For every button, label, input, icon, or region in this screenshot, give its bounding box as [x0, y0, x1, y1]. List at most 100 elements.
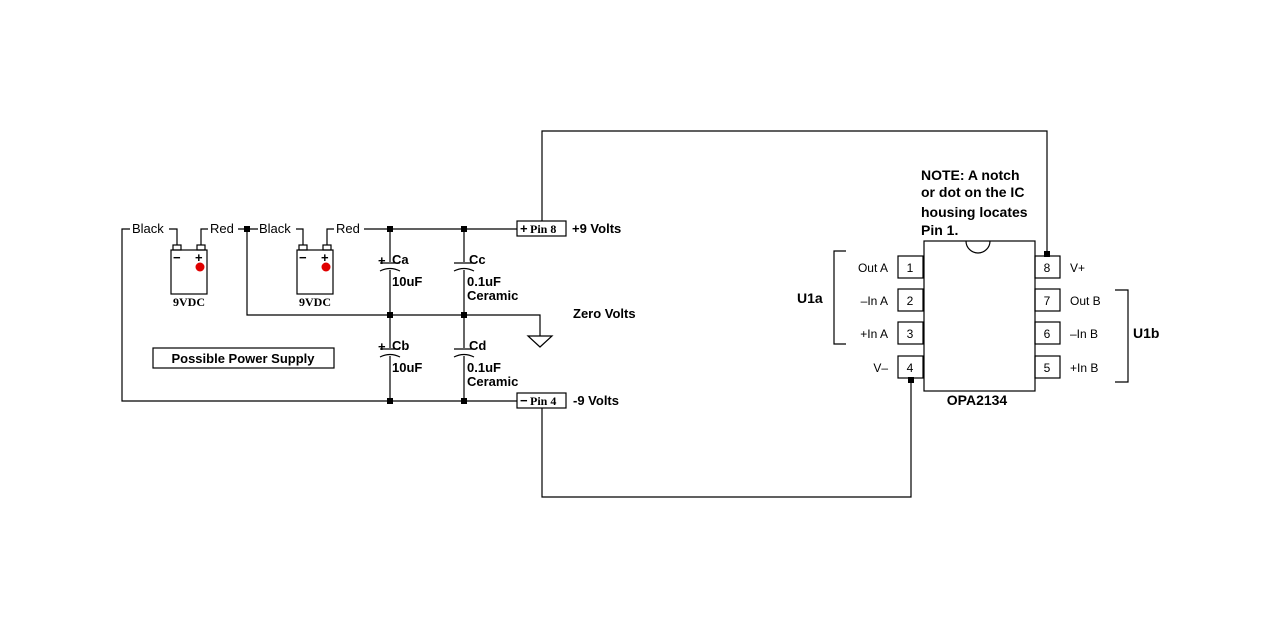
junction-dot [1044, 251, 1050, 257]
ground-symbol: Zero Volts [526, 306, 636, 348]
pin4-sign: − [520, 393, 528, 408]
pin-name-4: V– [873, 361, 888, 375]
cb-value: 10uF [392, 360, 422, 375]
capacitor-cc: Cc 0.1uF Ceramic [453, 252, 518, 303]
ground-wire [246, 229, 541, 336]
cb-name: Cb [392, 338, 409, 353]
pin-name-7: Out B [1070, 294, 1101, 308]
ic-notch [965, 240, 991, 254]
pin-name-1: Out A [858, 261, 888, 275]
right-battery-pos-lead-label: Red [336, 221, 360, 236]
u1a-label: U1a [797, 290, 823, 306]
ca-polarity: + [378, 253, 386, 268]
pin-box-3 [897, 321, 924, 345]
junction-dot [461, 398, 467, 404]
pin4-box [516, 392, 567, 409]
ground-icon [526, 335, 554, 348]
left-battery-neg-lead [169, 228, 178, 245]
pos-rail-terminal: + Pin 8 +9 Volts [516, 220, 621, 237]
cc-name: Cc [469, 252, 486, 267]
ic-opa2134: NOTE: A notch or dot on the IC housing l… [797, 167, 1159, 408]
right-battery-neg-lead-label: Black [259, 221, 291, 236]
ic-note-line-4: Pin 1. [921, 222, 958, 238]
cc-type: Ceramic [467, 288, 518, 303]
pin-number-3: 3 [907, 327, 914, 341]
right-battery-neg-sign: − [299, 250, 307, 265]
right-battery-body [296, 249, 334, 295]
right-battery: Black Red − + 9VDC [259, 221, 360, 309]
right-battery-pos-lead [326, 228, 334, 245]
pin-box-5 [1034, 355, 1061, 379]
left-battery-neg-sign: − [173, 250, 181, 265]
left-battery-label: 9VDC [173, 295, 205, 309]
junction-dot [387, 312, 393, 318]
pin4-supply-wire [541, 380, 912, 498]
pin-box-1 [897, 255, 924, 279]
ic-body [923, 240, 1036, 392]
caption-frame [152, 347, 335, 369]
junction-dot [461, 226, 467, 232]
pin8-label: Pin 8 [530, 222, 556, 236]
junction-dot [387, 226, 393, 232]
left-battery-pos-lead [200, 228, 208, 245]
ic-note-line-1: NOTE: A notch [921, 167, 1020, 183]
left-battery-red-dot [195, 262, 205, 272]
right-battery-red-dot [321, 262, 331, 272]
pin-box-6 [1034, 321, 1061, 345]
ic-part-label: OPA2134 [947, 392, 1008, 408]
ground-label: Zero Volts [573, 306, 636, 321]
capacitor-cb: + Cb 10uF [378, 338, 422, 375]
pin-number-1: 1 [907, 261, 914, 275]
junctions [244, 226, 1050, 404]
ca-name: Ca [392, 252, 409, 267]
pin-number-4: 4 [907, 361, 914, 375]
ic-note-line-2: or dot on the IC [921, 184, 1024, 200]
pin-box-4 [897, 355, 924, 379]
left-battery-body [170, 249, 208, 295]
right-battery-label: 9VDC [299, 295, 331, 309]
pin-name-8: V+ [1070, 261, 1085, 275]
ic-note-line-3: housing locates [921, 204, 1028, 220]
cb-polarity: + [378, 339, 386, 354]
pin8-sign: + [520, 221, 528, 236]
pin-number-8: 8 [1044, 261, 1051, 275]
pos-rail-label: +9 Volts [572, 221, 621, 236]
pin-name-3: +In A [860, 327, 888, 341]
neg-rail-terminal: − Pin 4 -9 Volts [516, 392, 619, 409]
u1b-bracket [1115, 289, 1129, 383]
junction-dot [908, 377, 914, 383]
right-battery-pos-sign: + [321, 250, 329, 265]
pin4-label: Pin 4 [530, 394, 556, 408]
u1b-label: U1b [1133, 325, 1159, 341]
cd-name: Cd [469, 338, 486, 353]
ca-curved-plate [379, 267, 401, 272]
pin8-supply-wire [541, 130, 1048, 254]
pin-box-2 [897, 288, 924, 312]
neg-rail-wire [121, 228, 517, 402]
left-battery-pos-sign: + [195, 250, 203, 265]
cc-value: 0.1uF [467, 274, 501, 289]
pin-number-7: 7 [1044, 294, 1051, 308]
capacitor-cd: Cd 0.1uF Ceramic [453, 338, 518, 389]
pin8-box [516, 220, 567, 237]
right-battery-neg-lead [296, 228, 304, 245]
pin-number-2: 2 [907, 294, 914, 308]
caption-box: Possible Power Supply [152, 347, 335, 369]
pin-number-5: 5 [1044, 361, 1051, 375]
cd-curved-plate [453, 353, 475, 358]
junction-dot [244, 226, 250, 232]
u1a-bracket [833, 250, 846, 345]
left-battery: Black Red − + 9VDC [132, 221, 234, 309]
neg-rail-label: -9 Volts [573, 393, 619, 408]
capacitor-ca: + Ca 10uF [378, 252, 422, 289]
pin-box-7 [1034, 288, 1061, 312]
pin-box-8 [1034, 255, 1061, 279]
left-battery-pos-lead-label: Red [210, 221, 234, 236]
cd-type: Ceramic [467, 374, 518, 389]
cd-value: 0.1uF [467, 360, 501, 375]
pin-number-6: 6 [1044, 327, 1051, 341]
junction-dot [461, 312, 467, 318]
ca-value: 10uF [392, 274, 422, 289]
pin-name-2: –In A [861, 294, 888, 308]
